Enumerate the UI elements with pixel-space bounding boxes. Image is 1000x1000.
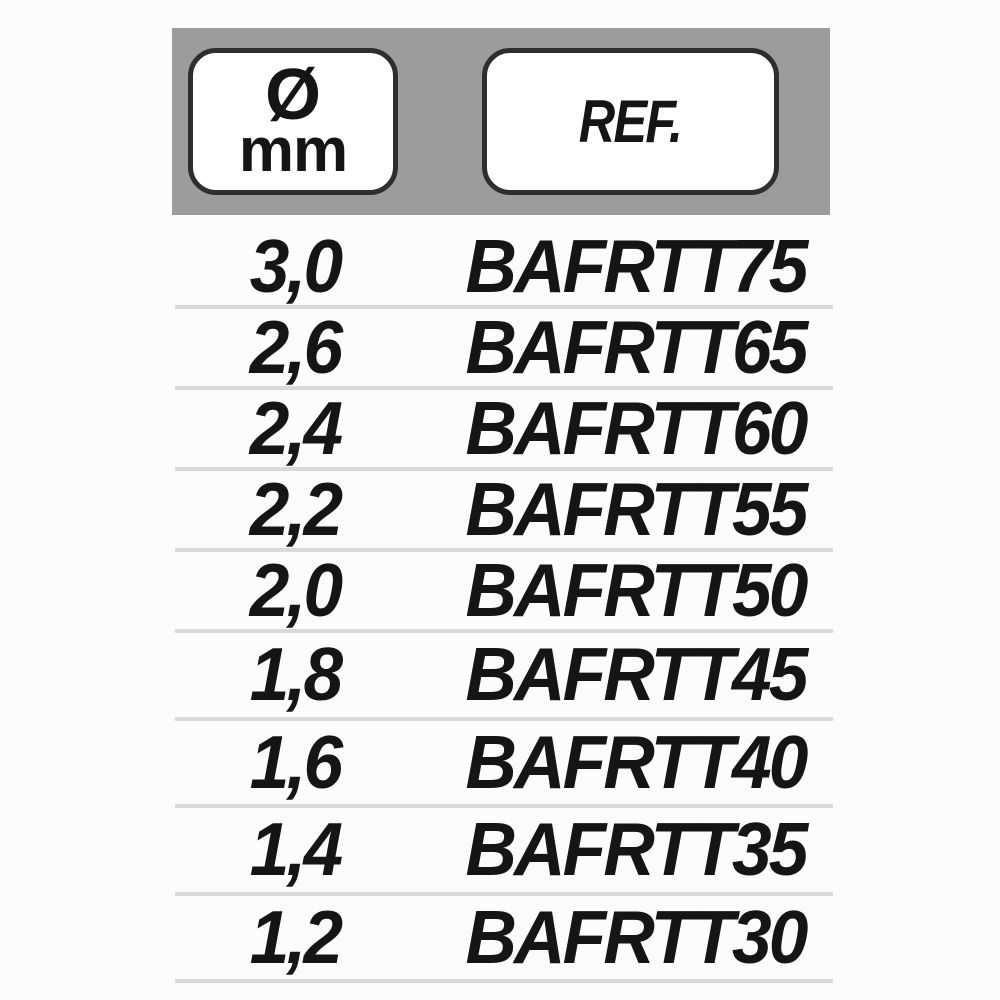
table-row: 2,6 BAFRTT65 <box>175 309 833 390</box>
diameter-value: 3,0 <box>249 224 343 308</box>
ref-code: BAFRTT35 <box>465 807 808 892</box>
diameter-unit-label: mm <box>238 115 348 185</box>
diameter-value: 1,4 <box>249 807 343 892</box>
table-row: 3,0 BAFRTT75 <box>175 228 833 309</box>
diameter-symbol: Ø <box>264 54 321 135</box>
diameter-value: 2,4 <box>249 386 343 470</box>
diameter-column-header: Ø mm <box>188 48 398 195</box>
ref-code: BAFRTT45 <box>465 632 808 717</box>
table-row: 1,6 BAFRTT40 <box>175 719 833 808</box>
spec-table-body: 3,0 BAFRTT75 2,6 BAFRTT65 2,4 BAFRTT60 2… <box>175 228 833 983</box>
ref-code: BAFRTT30 <box>465 894 808 979</box>
table-header-bar: Ø mm REF. <box>172 28 830 215</box>
ref-code: BAFRTT50 <box>465 548 808 632</box>
diameter-value: 1,2 <box>249 894 343 979</box>
ref-code: BAFRTT75 <box>465 224 808 308</box>
ref-column-header: REF. <box>482 48 779 195</box>
ref-code: BAFRTT65 <box>465 305 808 389</box>
ref-code: BAFRTT40 <box>465 719 808 804</box>
ref-code: BAFRTT60 <box>465 386 808 470</box>
ref-code: BAFRTT55 <box>465 467 808 551</box>
ref-label: REF. <box>579 88 683 155</box>
diameter-value: 2,0 <box>249 548 343 632</box>
table-row: 2,0 BAFRTT50 <box>175 552 833 633</box>
table-row: 2,4 BAFRTT60 <box>175 390 833 471</box>
table-row: 1,8 BAFRTT45 <box>175 633 833 721</box>
diameter-value: 1,8 <box>249 632 343 717</box>
table-row: 1,2 BAFRTT30 <box>175 894 833 983</box>
diameter-value: 2,2 <box>249 467 343 551</box>
diameter-value: 2,6 <box>249 305 343 389</box>
table-row: 2,2 BAFRTT55 <box>175 471 833 552</box>
diameter-value: 1,6 <box>249 719 343 804</box>
table-row: 1,4 BAFRTT35 <box>175 808 833 896</box>
